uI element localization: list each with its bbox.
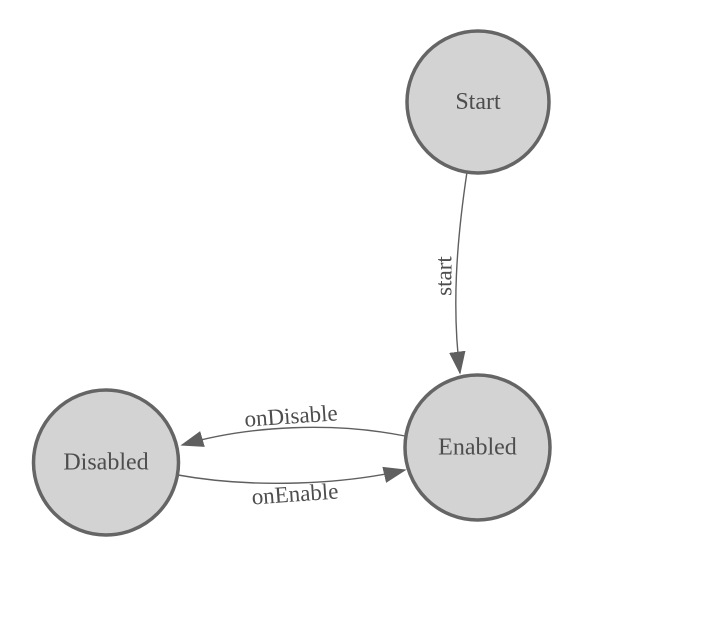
transition-label-disabled-to-enabled: onEnable (251, 479, 339, 510)
state-node-start[interactable] (405, 29, 551, 175)
state-label-enabled: Enabled (438, 435, 517, 461)
state-label-start: Start (455, 89, 501, 115)
transition-start-to-enabled[interactable] (449, 171, 468, 375)
transition-enabled-to-disabled[interactable] (180, 426, 406, 447)
state-node-enabled[interactable] (403, 373, 552, 522)
state-node-disabled[interactable] (31, 388, 181, 537)
transition-disabled-to-enabled[interactable] (177, 466, 407, 485)
state-label-disabled: Disabled (63, 450, 148, 476)
transition-label-start-to-enabled: start (432, 256, 457, 296)
